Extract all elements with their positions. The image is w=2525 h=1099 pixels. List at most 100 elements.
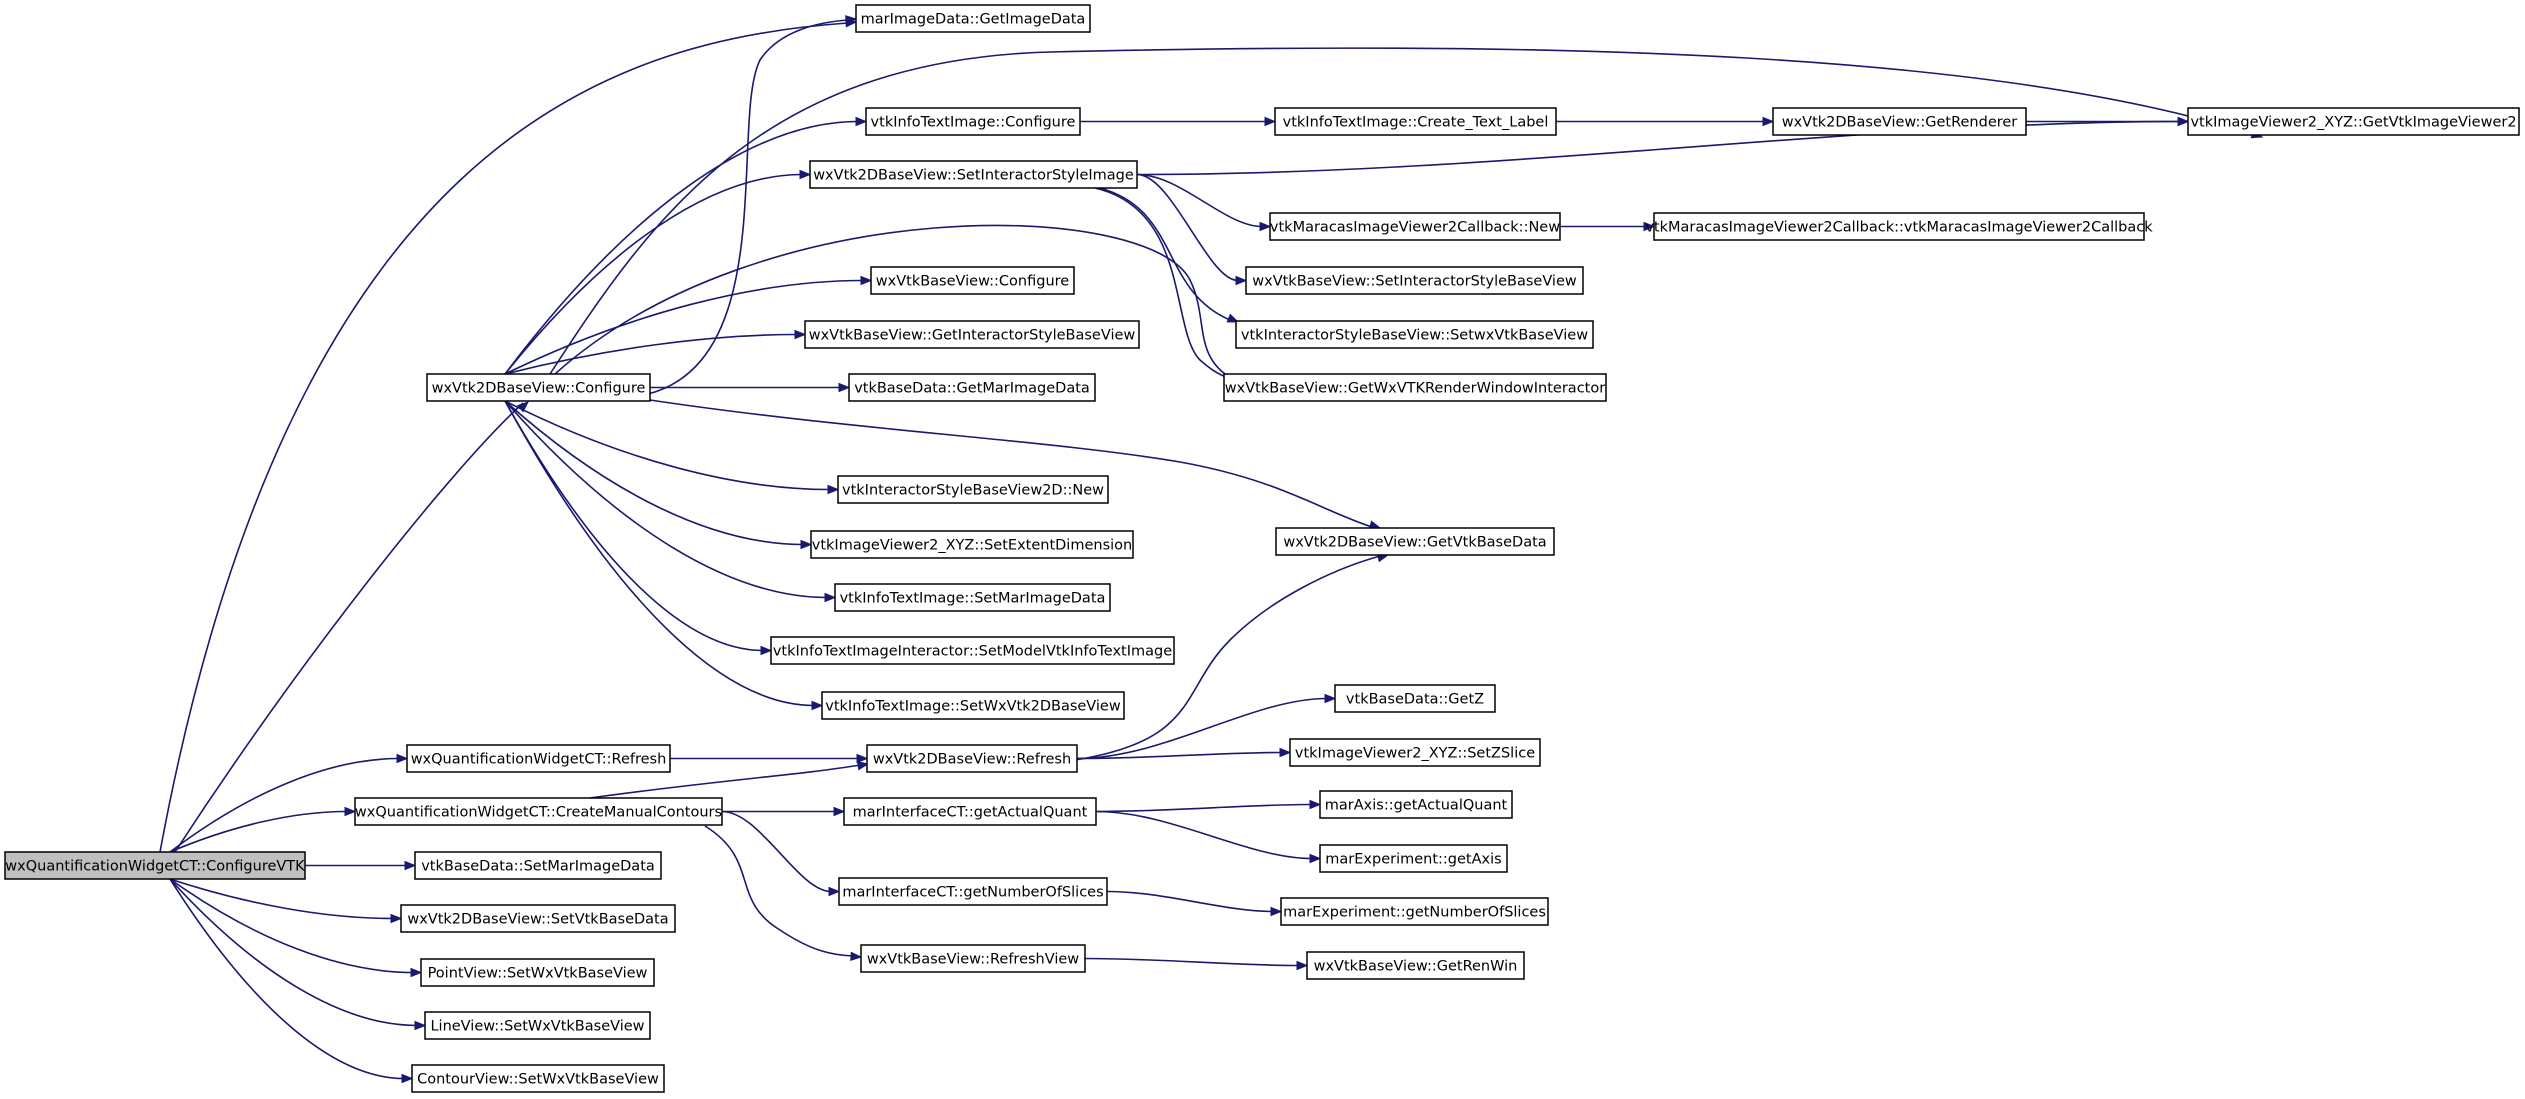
node-n9[interactable]: wxVtk2DBaseView::GetVtkBaseData xyxy=(1275,527,1555,556)
node-box xyxy=(770,636,1175,665)
node-label: marInterfaceCT::getNumberOfSlices xyxy=(842,885,1103,901)
node-n35[interactable]: wxVtk2DBaseView::SetVtkBaseData xyxy=(400,904,676,933)
node-n6[interactable]: wxVtkBaseView::Configure xyxy=(870,266,1075,295)
node-n26[interactable]: wxQuantificationWidgetCT::CreateManualCo… xyxy=(354,797,723,826)
edge-n1-to-n14 xyxy=(504,400,824,711)
node-label: wxVtk2DBaseView::SetInteractorStyleImage xyxy=(813,168,1134,184)
node-n24[interactable]: vtkBaseData::GetZ xyxy=(1334,684,1496,713)
node-box xyxy=(426,373,651,402)
node-label: wxQuantificationWidgetCT::CreateManualCo… xyxy=(355,805,722,821)
node-n17[interactable]: vtkMaracasImageViewer2Callback::New xyxy=(1269,212,1561,241)
node-box xyxy=(1274,107,1557,136)
node-n12[interactable]: vtkInfoTextImage::SetMarImageData xyxy=(834,583,1111,612)
node-n29[interactable]: marExperiment::getAxis xyxy=(1319,844,1508,873)
node-n27[interactable]: marInterfaceCT::getActualQuant xyxy=(843,797,1097,826)
node-box xyxy=(860,944,1086,973)
node-n8[interactable]: vtkBaseData::GetMarImageData xyxy=(848,373,1096,402)
node-n37[interactable]: LineView::SetWxVtkBaseView xyxy=(424,1011,651,1040)
node-label: wxVtkBaseView::GetInteractorStyleBaseVie… xyxy=(809,328,1136,344)
node-n2[interactable]: marImageData::GetImageData xyxy=(855,4,1091,33)
node-label: wxVtkBaseView::SetInteractorStyleBaseVie… xyxy=(1252,274,1577,290)
node-label: vtkInfoTextImage::SetMarImageData xyxy=(840,591,1106,607)
node-box xyxy=(866,744,1078,773)
edge-n0-to-n36 xyxy=(169,878,423,978)
edge-n0-to-n38 xyxy=(169,878,414,1084)
node-label: marInterfaceCT::getActualQuant xyxy=(853,805,1088,821)
node-label: vtkInfoTextImage::SetWxVtk2DBaseView xyxy=(825,699,1121,715)
edge-n1-to-n13 xyxy=(504,400,773,656)
node-n10[interactable]: vtkInteractorStyleBaseView2D::New xyxy=(837,475,1109,504)
node-n16[interactable]: wxVtk2DBaseView::GetRenderer xyxy=(1772,107,2027,136)
node-box xyxy=(1235,320,1594,349)
node-box xyxy=(1280,897,1549,926)
node-box xyxy=(804,320,1140,349)
node-box xyxy=(855,4,1091,33)
node-box xyxy=(1269,212,1561,241)
node-box xyxy=(1653,212,2145,241)
node-n13[interactable]: vtkInfoTextImageInteractor::SetModelVtkI… xyxy=(770,636,1175,665)
node-label: vtkMaracasImageViewer2Callback::vtkMarac… xyxy=(1645,220,2153,236)
edge-n23-to-n25 xyxy=(1076,747,1292,760)
node-n32[interactable]: wxVtkBaseView::RefreshView xyxy=(860,944,1086,973)
node-n38[interactable]: ContourView::SetWxVtkBaseView xyxy=(411,1064,665,1093)
node-label: vtkBaseData::GetMarImageData xyxy=(854,381,1090,397)
node-box xyxy=(810,530,1134,559)
edge-n1-to-n9 xyxy=(649,399,1382,530)
edge-n27-to-n29 xyxy=(1095,810,1322,864)
node-box xyxy=(870,266,1075,295)
edge-n5-to-n19 xyxy=(1136,173,1248,286)
node-n18[interactable]: vtkMaracasImageViewer2Callback::vtkMarac… xyxy=(1645,212,2153,241)
edge-n1-to-n2 xyxy=(647,15,858,395)
node-label: wxQuantificationWidgetCT::ConfigureVTK xyxy=(5,859,305,875)
node-n33[interactable]: wxVtkBaseView::GetRenWin xyxy=(1306,951,1525,980)
node-label: wxVtkBaseView::Configure xyxy=(876,274,1069,290)
edge-n0-to-n37 xyxy=(169,878,427,1031)
node-n23[interactable]: wxVtk2DBaseView::Refresh xyxy=(866,744,1078,773)
node-n28[interactable]: marAxis::getActualQuant xyxy=(1319,790,1513,819)
node-n0[interactable]: wxQuantificationWidgetCT::ConfigureVTK xyxy=(4,851,306,880)
node-n22[interactable]: wxQuantificationWidgetCT::Refresh xyxy=(406,744,671,773)
node-n31[interactable]: marExperiment::getNumberOfSlices xyxy=(1280,897,1549,926)
node-box xyxy=(809,160,1138,189)
node-n5[interactable]: wxVtk2DBaseView::SetInteractorStyleImage xyxy=(809,160,1138,189)
node-box xyxy=(865,107,1081,136)
edge-n26-to-n32 xyxy=(704,825,863,962)
node-box xyxy=(420,958,655,987)
node-n1[interactable]: wxVtk2DBaseView::Configure xyxy=(426,373,651,402)
node-n19[interactable]: wxVtkBaseView::SetInteractorStyleBaseVie… xyxy=(1245,266,1584,295)
edge-n27-to-n28 xyxy=(1095,799,1322,813)
node-n14[interactable]: vtkInfoTextImage::SetWxVtk2DBaseView xyxy=(821,691,1125,720)
edges-layer xyxy=(159,15,2264,1084)
node-n15[interactable]: vtkInfoTextImage::Create_Text_Label xyxy=(1274,107,1557,136)
edge-n5-to-n21 xyxy=(1094,187,1250,385)
node-label: marAxis::getActualQuant xyxy=(1325,798,1508,814)
node-label: vtkMaracasImageViewer2Callback::New xyxy=(1270,220,1560,236)
edge-n1-to-n21 xyxy=(554,224,1250,387)
node-n36[interactable]: PointView::SetWxVtkBaseView xyxy=(420,958,655,987)
node-n21[interactable]: wxVtkBaseView::GetWxVTKRenderWindowInter… xyxy=(1223,373,1607,402)
node-box xyxy=(406,744,671,773)
node-box xyxy=(1319,790,1513,819)
edge-n26-to-n30 xyxy=(721,810,841,897)
node-box xyxy=(424,1011,651,1040)
nodes-layer: wxQuantificationWidgetCT::ConfigureVTKwx… xyxy=(4,4,2520,1093)
node-label: vtkInfoTextImageInteractor::SetModelVtkI… xyxy=(773,644,1172,660)
edge-n22-to-n23 xyxy=(670,753,869,764)
node-n3[interactable]: vtkImageViewer2_XYZ::GetVtkImageViewer2 xyxy=(2187,107,2520,136)
node-n30[interactable]: marInterfaceCT::getNumberOfSlices xyxy=(838,877,1108,906)
node-n34[interactable]: vtkBaseData::SetMarImageData xyxy=(414,851,662,880)
node-n11[interactable]: vtkImageViewer2_XYZ::SetExtentDimension xyxy=(810,530,1134,559)
node-n7[interactable]: wxVtkBaseView::GetInteractorStyleBaseVie… xyxy=(804,320,1140,349)
edge-n1-to-n10 xyxy=(504,400,840,495)
edge-n1-to-n8 xyxy=(650,382,851,393)
node-n4[interactable]: vtkInfoTextImage::Configure xyxy=(865,107,1081,136)
node-label: vtkInfoTextImage::Create_Text_Label xyxy=(1283,115,1549,131)
node-n25[interactable]: vtkImageViewer2_XYZ::SetZSlice xyxy=(1289,738,1541,767)
node-label: vtkImageViewer2_XYZ::SetZSlice xyxy=(1295,746,1535,762)
node-label: LineView::SetWxVtkBaseView xyxy=(430,1019,644,1035)
node-box xyxy=(837,475,1109,504)
node-label: wxVtkBaseView::GetWxVTKRenderWindowInter… xyxy=(1225,381,1605,397)
edge-n1-to-n6 xyxy=(504,275,873,375)
node-n20[interactable]: vtkInteractorStyleBaseView::SetwxVtkBase… xyxy=(1235,320,1594,349)
